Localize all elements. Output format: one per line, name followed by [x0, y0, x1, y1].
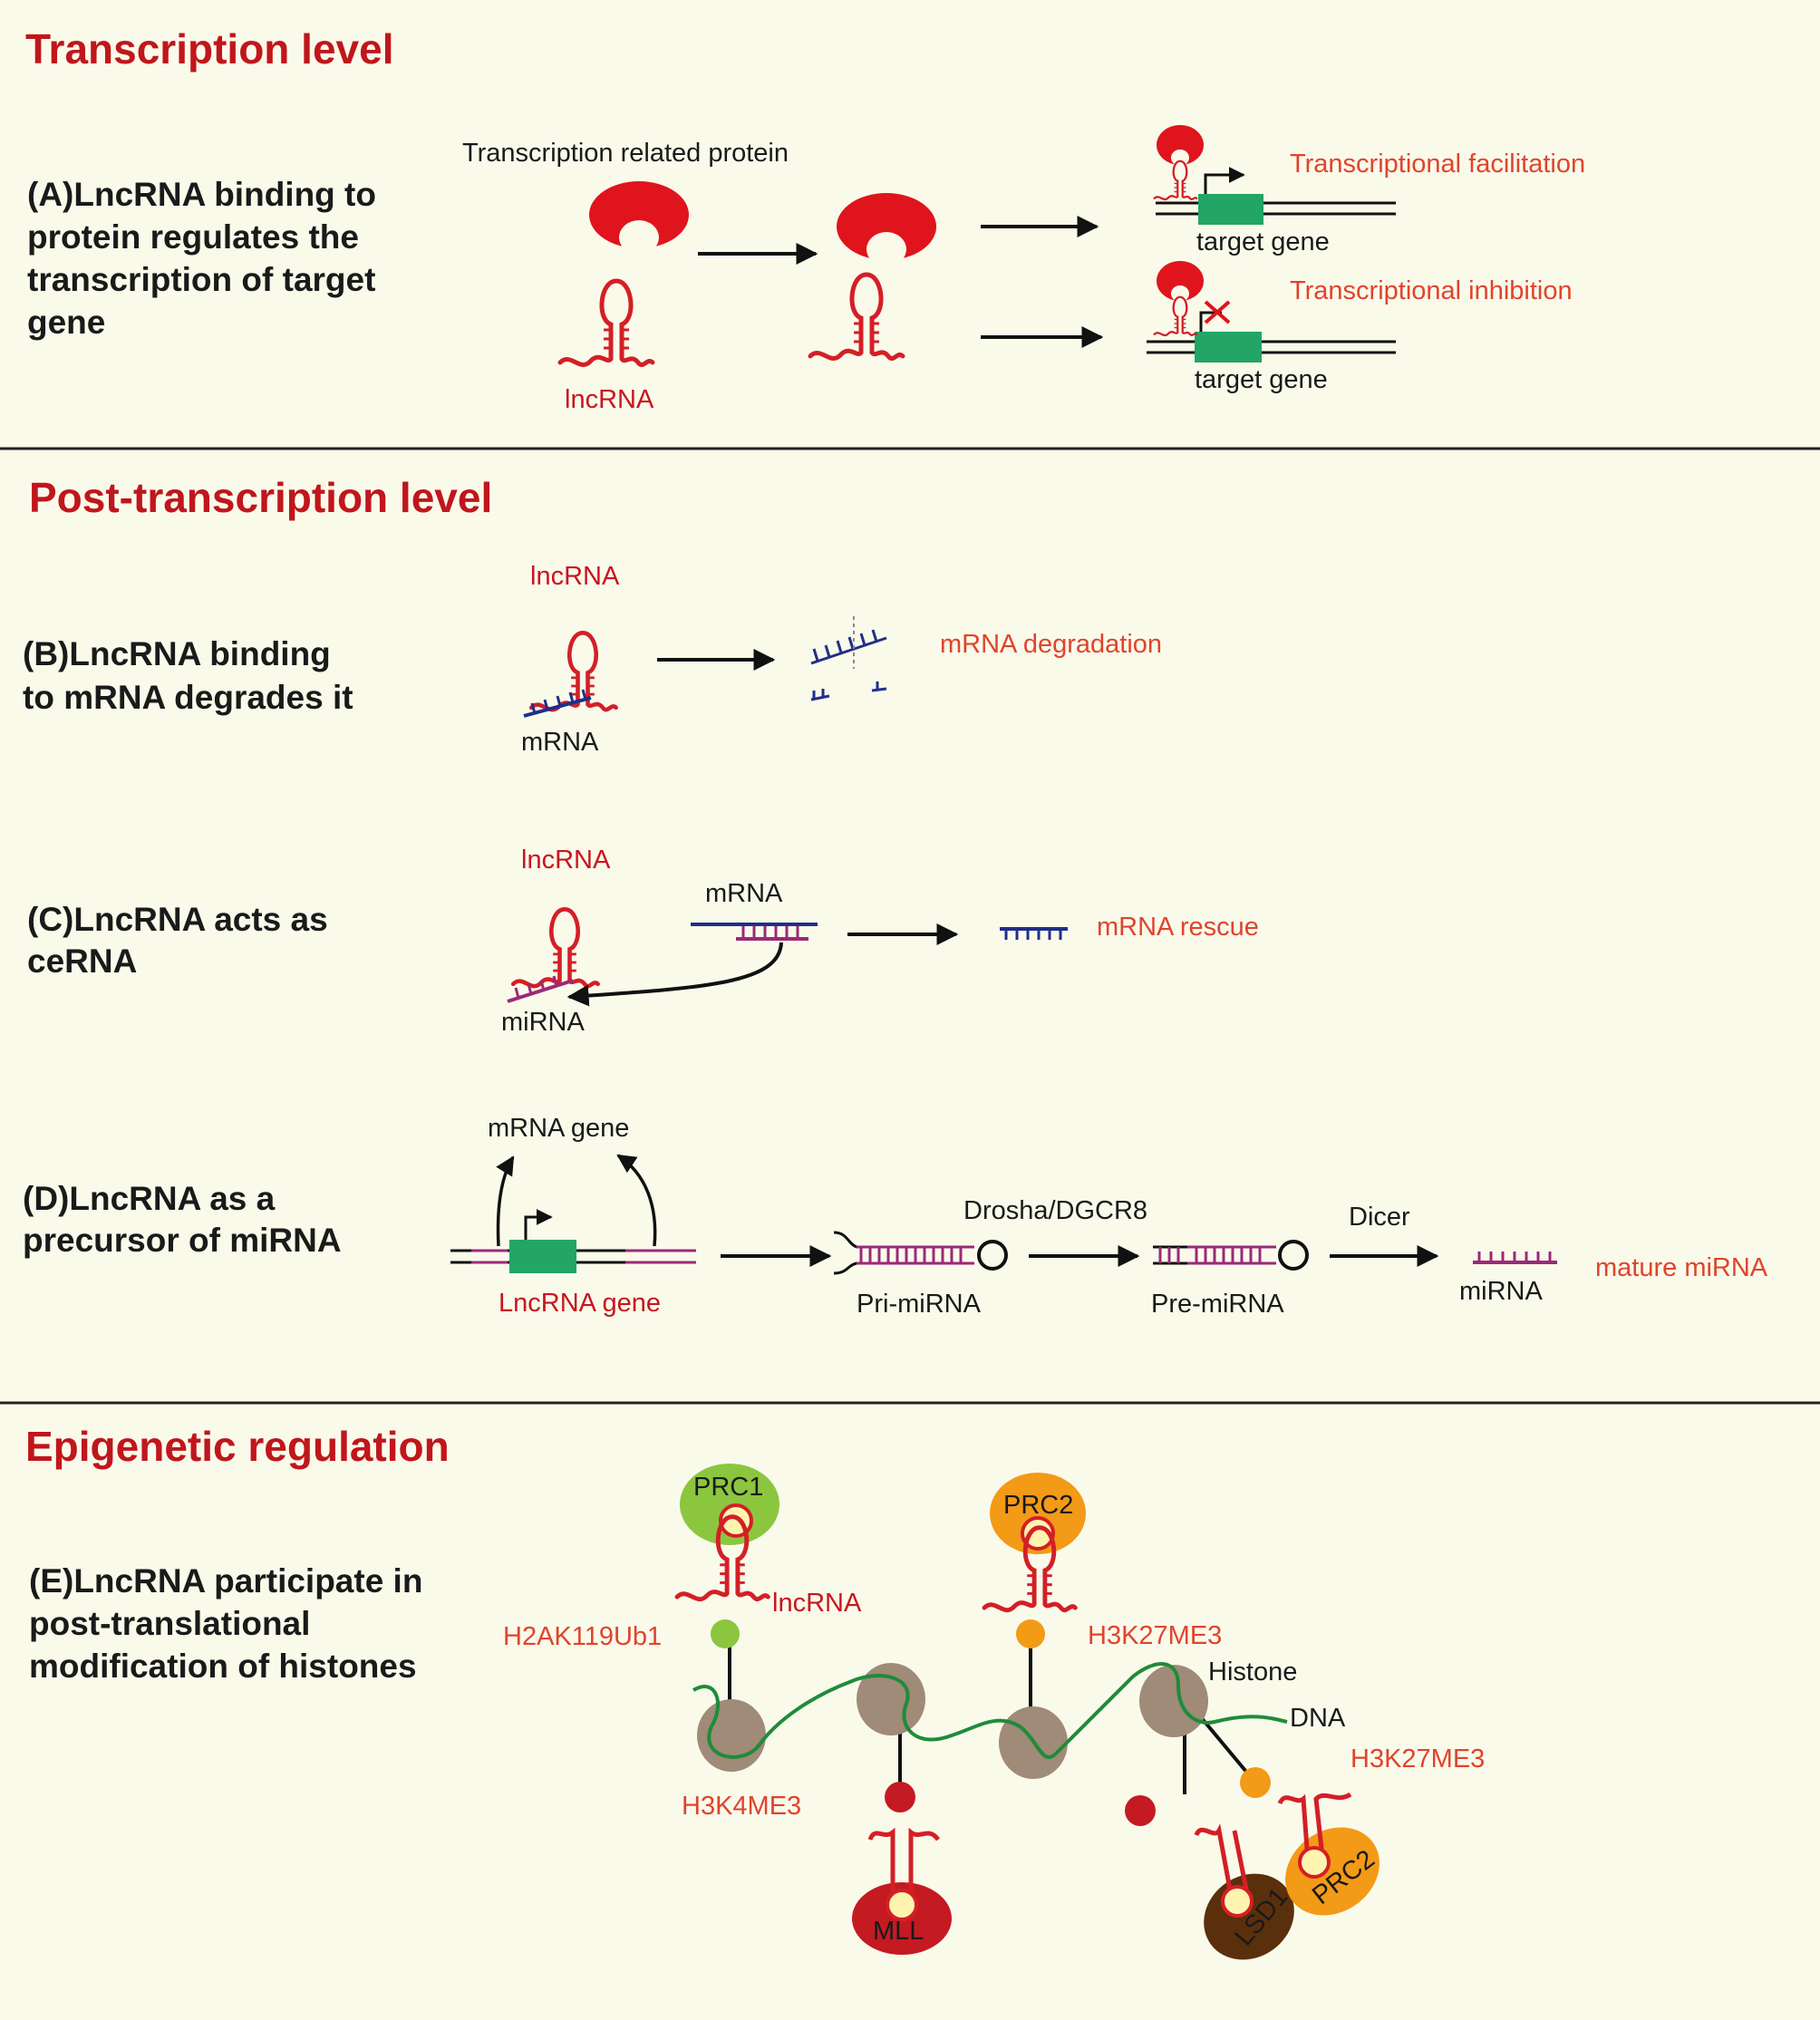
svg-text:to mRNA degrades it: to mRNA degrades it	[23, 679, 353, 716]
svg-text:post-translational: post-translational	[29, 1605, 310, 1642]
dna-label: DNA	[1290, 1704, 1346, 1733]
rescued-mrna	[1000, 927, 1068, 940]
lncrna-label-a: lncRNA	[565, 385, 654, 414]
prc2-complex-top	[990, 1473, 1086, 1554]
mrna-b	[523, 689, 592, 718]
panel-d-description: (D)LncRNA as a precursor of miRNA	[23, 1180, 342, 1259]
transcription-protein-label: Transcription related protein	[462, 139, 789, 168]
pri-mirna	[833, 1231, 1008, 1275]
svg-text:(B)LncRNA binding: (B)LncRNA binding	[23, 635, 331, 672]
lncrna-label-c: lncRNA	[521, 846, 611, 875]
svg-text:protein regulates the: protein regulates the	[27, 218, 359, 256]
target-gene-label-2: target gene	[1195, 365, 1328, 394]
mature-mirna-label: mature miRNA	[1595, 1253, 1768, 1282]
histone-label: Histone	[1208, 1658, 1297, 1687]
prc1-label: PRC1	[693, 1473, 763, 1502]
lncrna-e-lsd1	[1194, 1823, 1249, 1890]
mirna-c-bound	[507, 975, 574, 1003]
lncrna-label-e: lncRNA	[772, 1589, 862, 1618]
prc1-complex	[680, 1464, 779, 1545]
lncrna-a-1	[560, 281, 653, 365]
panel-e-description: (E)LncRNA participate in post-translatio…	[29, 1562, 422, 1685]
lncrna-e-mll	[867, 1827, 941, 1892]
pre-mirna	[1153, 1240, 1309, 1271]
transcriptional-inhibition-label: Transcriptional inhibition	[1290, 276, 1573, 305]
lncrna-gene	[450, 1154, 696, 1273]
svg-text:precursor of miRNA: precursor of miRNA	[23, 1222, 342, 1259]
mature-mirna	[1473, 1252, 1557, 1264]
pri-mirna-label: Pri-miRNA	[857, 1290, 982, 1319]
svg-text:modification of histones: modification of histones	[29, 1648, 417, 1685]
section-title-epigenetic: Epigenetic regulation	[25, 1423, 450, 1470]
lncrna-gene-label: LncRNA gene	[499, 1289, 661, 1318]
section-title-transcription: Transcription level	[25, 25, 393, 72]
target-gene-inhibition	[1147, 261, 1396, 362]
mrna-label-b: mRNA	[521, 728, 599, 757]
h3k27me3-label-top: H3K27ME3	[1088, 1621, 1222, 1650]
panel-b-description: (B)LncRNA binding to mRNA degrades it	[23, 635, 353, 716]
pre-mirna-label: Pre-miRNA	[1151, 1290, 1284, 1319]
transcription-protein-2	[837, 193, 936, 260]
svg-text:(D)LncRNA as a: (D)LncRNA as a	[23, 1180, 276, 1217]
dicer-label: Dicer	[1349, 1203, 1410, 1232]
target-gene-facilitation	[1153, 125, 1396, 225]
mrna-label-c: mRNA	[705, 879, 783, 908]
lncrna-c	[513, 909, 598, 986]
svg-text:gene: gene	[27, 304, 105, 341]
mrna-gene-label: mRNA gene	[488, 1114, 629, 1143]
h3k27me3-label-right: H3K27ME3	[1350, 1745, 1485, 1774]
h2ak119ub1-label: H2AK119Ub1	[503, 1622, 662, 1651]
target-gene-label-1: target gene	[1196, 227, 1330, 256]
svg-text:ceRNA: ceRNA	[27, 942, 137, 980]
mrna-degradation-label: mRNA degradation	[940, 630, 1162, 659]
transcriptional-facilitation-label: Transcriptional facilitation	[1290, 150, 1585, 179]
panel-a-description: (A)LncRNA binding to protein regulates t…	[27, 176, 376, 341]
mrna-rescue-label: mRNA rescue	[1097, 913, 1259, 942]
dna-strand	[692, 1662, 1288, 1759]
lncrna-b	[531, 633, 616, 710]
arrow-c-curve	[566, 942, 783, 1007]
svg-text:(A)LncRNA binding to: (A)LncRNA binding to	[27, 176, 376, 213]
section-title-post-transcription: Post-transcription level	[29, 474, 492, 521]
svg-text:transcription of target: transcription of target	[27, 261, 375, 298]
h3k4me3-label: H3K4ME3	[682, 1792, 801, 1821]
degraded-mrna	[810, 616, 887, 701]
mirna-label-d: miRNA	[1459, 1277, 1543, 1306]
lncrna-label-b: lncRNA	[530, 562, 620, 591]
panel-c-description: (C)LncRNA acts as ceRNA	[27, 901, 328, 980]
lncrna-a-2	[810, 275, 903, 359]
lncrna-e-prc2-bottom	[1277, 1792, 1352, 1850]
svg-text:(C)LncRNA acts as: (C)LncRNA acts as	[27, 901, 328, 938]
mll-label: MLL	[873, 1917, 924, 1946]
prc2-top-label: PRC2	[1003, 1491, 1073, 1520]
mirna-label-c: miRNA	[501, 1008, 585, 1037]
drosha-label: Drosha/DGCR8	[963, 1196, 1147, 1225]
mrna-mirna-duplex	[691, 923, 818, 941]
svg-text:(E)LncRNA participate in: (E)LncRNA participate in	[29, 1562, 422, 1600]
